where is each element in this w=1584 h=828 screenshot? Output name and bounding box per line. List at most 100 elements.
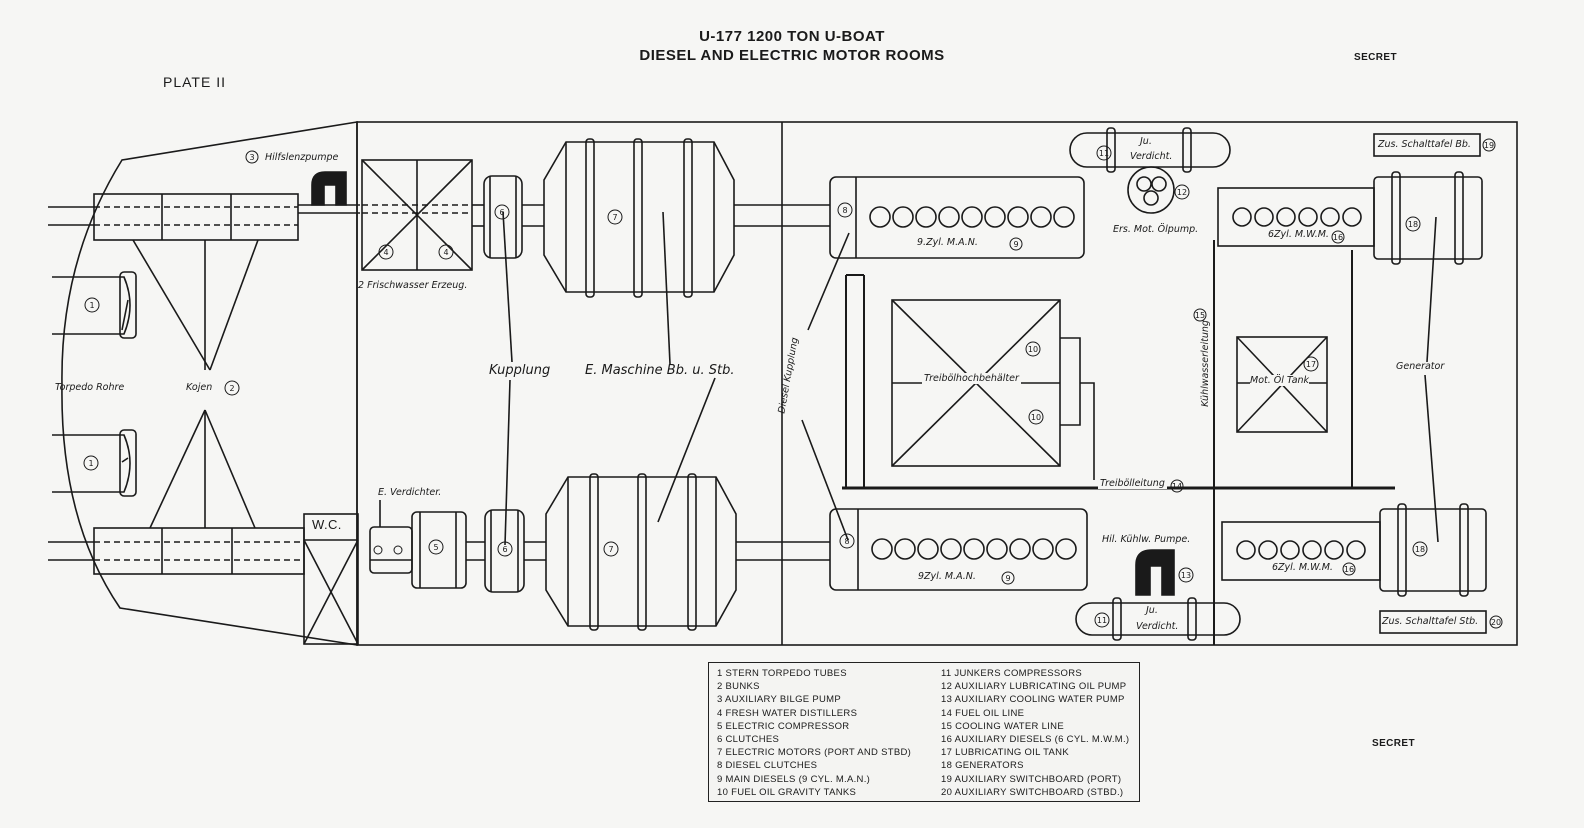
label-hil-kuehlw-pumpe: Hil. Kühlw. Pumpe. bbox=[1102, 534, 1191, 545]
label-zus-schalttafel-bb: Zus. Schalttafel Bb. bbox=[1378, 139, 1471, 150]
title-line-2: DIESEL AND ELECTRIC MOTOR ROOMS bbox=[639, 47, 945, 64]
num-1a: 1 bbox=[89, 301, 94, 310]
switchboard-port bbox=[1373, 133, 1481, 157]
cylinders-top bbox=[869, 206, 1075, 228]
num-4b: 4 bbox=[443, 248, 448, 257]
legend-item: 19 AUXILIARY SWITCHBOARD (PORT) bbox=[941, 773, 1122, 785]
num-7a: 7 bbox=[612, 213, 617, 222]
label-kupplung: Kupplung bbox=[489, 363, 551, 378]
legend-item: 10 FUEL OIL GRAVITY TANKS bbox=[717, 786, 857, 798]
legend-column-2: 11 JUNKERS COMPRESSORS 12 AUXILIARY LUBR… bbox=[941, 667, 1129, 799]
num-20: 20 bbox=[1491, 618, 1501, 627]
electric-compressor bbox=[369, 526, 413, 574]
bunks-bottom bbox=[93, 527, 305, 575]
label-mot-oel-tank: Mot. Öl Tank bbox=[1250, 375, 1310, 386]
num-10a: 10 bbox=[1028, 345, 1038, 354]
num-4a: 4 bbox=[383, 248, 388, 257]
legend-item: 8 DIESEL CLUTCHES bbox=[717, 760, 818, 772]
num-7b: 7 bbox=[608, 545, 613, 554]
label-verdicht-bottom: Verdicht. bbox=[1136, 621, 1179, 632]
aux-lube-oil-pump bbox=[1127, 166, 1175, 214]
wc-room bbox=[303, 513, 359, 645]
motor-room-outline bbox=[356, 121, 1518, 646]
num-11a: 11 bbox=[1099, 149, 1109, 158]
num-16a: 16 bbox=[1333, 233, 1343, 242]
electric-motor-top bbox=[543, 141, 735, 293]
num-8a: 8 bbox=[842, 206, 847, 215]
label-frischwasser: 2 Frischwasser Erzeug. bbox=[358, 280, 468, 291]
main-diesel-bottom bbox=[829, 508, 1088, 591]
label-torpedo-rohre: Torpedo Rohre bbox=[55, 382, 125, 393]
num-13: 13 bbox=[1181, 571, 1191, 580]
num-6a: 6 bbox=[499, 208, 504, 217]
hull-outline bbox=[61, 121, 358, 646]
label-9zyl-man-top: 9.Zyl. M.A.N. bbox=[917, 237, 978, 248]
num-18a: 18 bbox=[1408, 220, 1418, 229]
label-9zyl-man-bottom: 9Zyl. M.A.N. bbox=[918, 571, 976, 582]
legend-item: 6 CLUTCHES bbox=[717, 734, 780, 746]
label-treiboelleitung: Treibölleitung bbox=[1098, 478, 1167, 489]
junkers-compressor-bottom bbox=[1075, 602, 1241, 636]
num-12: 12 bbox=[1177, 188, 1187, 197]
label-kojen: Kojen bbox=[186, 382, 213, 393]
label-ju-top: Ju. bbox=[1140, 136, 1152, 147]
main-diesel-top bbox=[829, 176, 1085, 259]
num-6b: 6 bbox=[502, 545, 507, 554]
num-2: 2 bbox=[229, 384, 234, 393]
plate-label: PLATE II bbox=[163, 74, 226, 90]
num-11b: 11 bbox=[1097, 616, 1107, 625]
legend-item: 20 AUXILIARY SWITCHBOARD (STBD.) bbox=[941, 786, 1124, 798]
cylinders-bottom bbox=[871, 538, 1077, 560]
legend-item: 5 ELECTRIC COMPRESSOR bbox=[717, 720, 850, 732]
label-ers-mot-oelpump: Ers. Mot. Ölpump. bbox=[1113, 224, 1199, 235]
label-e-verdichter: E. Verdichter. bbox=[378, 487, 442, 498]
label-e-maschine: E. Maschine Bb. u. Stb. bbox=[585, 363, 735, 378]
label-treiboelbehaelter: Treibölhochbehälter bbox=[922, 373, 1021, 384]
num-14: 14 bbox=[1172, 482, 1182, 491]
legend-item: 7 ELECTRIC MOTORS (PORT AND STBD) bbox=[717, 747, 912, 759]
secret-stamp-bottom: SECRET bbox=[1372, 738, 1415, 749]
num-10b: 10 bbox=[1031, 413, 1041, 422]
legend-item: 4 FRESH WATER DISTILLERS bbox=[717, 707, 858, 719]
num-5: 5 bbox=[433, 543, 438, 552]
label-verdicht-top: Verdicht. bbox=[1130, 151, 1173, 162]
bunks-top bbox=[93, 193, 299, 241]
legend-item: 1 STERN TORPEDO TUBES bbox=[717, 668, 847, 679]
label-6zyl-mwm-top: 6Zyl. M.W.M. bbox=[1268, 229, 1329, 240]
legend-item: 15 COOLING WATER LINE bbox=[941, 720, 1064, 732]
num-19: 19 bbox=[1484, 141, 1494, 150]
generator-bottom bbox=[1379, 508, 1487, 592]
num-1b: 1 bbox=[88, 459, 93, 468]
torpedo-tube-1 bbox=[52, 276, 131, 335]
generator-top bbox=[1373, 176, 1483, 260]
legend-item: 3 AUXILIARY BILGE PUMP bbox=[717, 694, 841, 706]
torpedo-tube-2 bbox=[52, 434, 131, 493]
label-generator: Generator bbox=[1396, 361, 1445, 372]
legend-item: 12 AUXILIARY LUBRICATING OIL PUMP bbox=[941, 681, 1127, 693]
label-6zyl-mwm-bottom: 6Zyl. M.W.M. bbox=[1272, 562, 1333, 573]
num-16b: 16 bbox=[1344, 565, 1354, 574]
secret-stamp-top: SECRET bbox=[1354, 52, 1397, 63]
label-zus-schalttafel-stb: Zus. Schalttafel Stb. bbox=[1382, 616, 1479, 627]
legend-box: 1 STERN TORPEDO TUBES 2 BUNKS 3 AUXILIAR… bbox=[708, 662, 1140, 802]
legend-item: 17 LUBRICATING OIL TANK bbox=[941, 747, 1069, 759]
legend-item: 16 AUXILIARY DIESELS (6 CYL. M.W.M.) bbox=[941, 734, 1130, 746]
num-9a: 9 bbox=[1013, 240, 1018, 249]
num-15: 15 bbox=[1195, 311, 1205, 320]
electric-motor-bottom bbox=[545, 476, 737, 627]
legend-item: 9 MAIN DIESELS (9 CYL. M.A.N.) bbox=[717, 773, 871, 785]
clutch-bottom bbox=[484, 509, 525, 593]
lube-oil-tank bbox=[1236, 336, 1328, 433]
label-ju-bottom: Ju. bbox=[1146, 605, 1158, 616]
title-line-1: U-177 1200 TON U-BOAT bbox=[699, 28, 885, 45]
legend-item: 18 GENERATORS bbox=[941, 760, 1024, 772]
legend-item: 2 BUNKS bbox=[717, 681, 760, 693]
num-3: 3 bbox=[249, 153, 254, 162]
num-9b: 9 bbox=[1005, 574, 1010, 583]
label-kuehlwasserleitung: Kühlwasserleitung bbox=[1199, 320, 1211, 407]
clutch-top bbox=[483, 175, 523, 259]
aux-cooling-water-pump bbox=[1135, 549, 1175, 596]
auxiliary-bilge-pump bbox=[311, 171, 347, 206]
label-hilfslenzpumpe: Hilfslenzpumpe bbox=[265, 152, 339, 163]
num-8b: 8 bbox=[844, 537, 849, 546]
